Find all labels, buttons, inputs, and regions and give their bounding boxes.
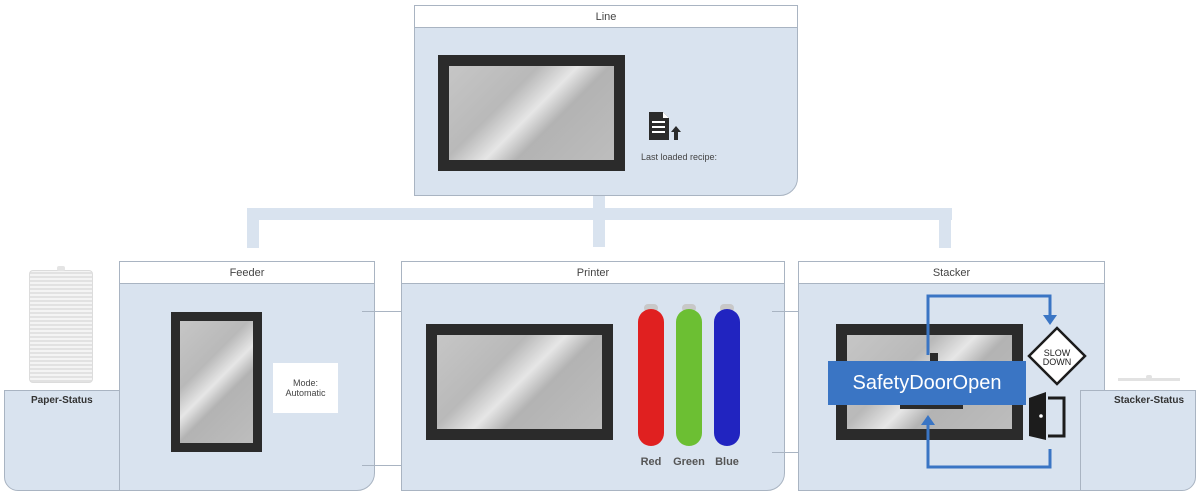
feeder-panel-title: Feeder (120, 262, 374, 284)
connector-trunk (593, 195, 605, 247)
stacker-alarm-banner[interactable]: SafetyDoorOpen (828, 361, 1026, 405)
paper-status-label: Paper-Status (31, 395, 93, 406)
ink-red-label: Red (640, 456, 662, 468)
feeder-printer-link-bottom (362, 465, 414, 466)
stacker-status-panel: Stacker-Status (1080, 390, 1196, 491)
stacker-tray-tab (1146, 375, 1152, 379)
recipe-icon[interactable] (647, 111, 683, 143)
printer-panel-title: Printer (402, 262, 784, 284)
ink-red-cap (644, 304, 658, 312)
line-screen-display (449, 66, 614, 160)
connector-stacker-drop (939, 208, 951, 248)
line-panel: Line Last loaded recipe: (414, 5, 798, 196)
slow-down-text-line2: DOWN (1042, 357, 1072, 367)
ink-red-cartridge[interactable] (638, 309, 664, 446)
stacker-tray-line (1118, 378, 1180, 381)
last-loaded-recipe-label: Last loaded recipe: (641, 152, 718, 162)
paper-status-panel: Paper-Status (4, 390, 132, 491)
ink-green-label: Green (673, 456, 705, 468)
ink-blue-label: Blue (715, 456, 739, 468)
connector-crossbar (247, 208, 952, 220)
feeder-mode-label: Mode: (292, 378, 318, 388)
feeder-mode-box: Mode: Automatic (273, 363, 338, 413)
ink-blue-cap (720, 304, 734, 312)
printer-stacker-link-bottom (772, 452, 810, 453)
feeder-screen-display (180, 321, 253, 443)
paper-stack-tab (57, 266, 65, 271)
printer-stacker-link-top (772, 311, 810, 312)
connector-feeder-drop (247, 208, 259, 248)
ink-green-cap (682, 304, 696, 312)
feeder-panel: Feeder Mode: Automatic (119, 261, 375, 491)
line-screen[interactable] (438, 55, 625, 171)
door-open-icon[interactable] (1026, 390, 1072, 442)
slow-down-sign-icon (1027, 326, 1087, 386)
printer-screen[interactable] (426, 324, 613, 440)
paper-stack-icon (29, 270, 93, 383)
line-panel-title: Line (415, 6, 797, 28)
feeder-mode-value: Automatic (285, 388, 326, 398)
ink-blue-cartridge[interactable] (714, 309, 740, 446)
printer-screen-display (437, 335, 602, 429)
stacker-status-label: Stacker-Status (1114, 395, 1185, 406)
ink-green-cartridge[interactable] (676, 309, 702, 446)
feeder-screen[interactable] (171, 312, 262, 452)
slow-down-text-line1: SLOW (1043, 348, 1071, 358)
stacker-panel-title: Stacker (799, 262, 1104, 284)
printer-panel: Printer Red Green Blue (401, 261, 785, 491)
feeder-printer-link-top (362, 311, 414, 312)
